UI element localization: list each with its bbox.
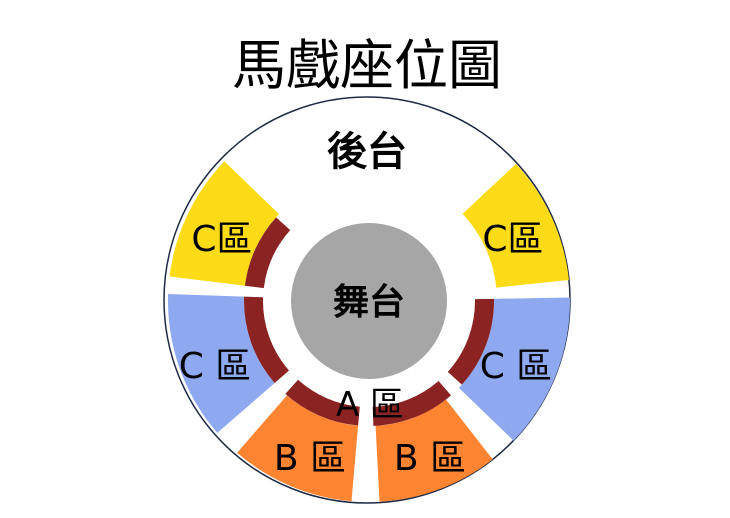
zone-c-upper-right[interactable] xyxy=(462,163,569,288)
zone-b-right[interactable] xyxy=(375,399,493,502)
stage-label: 舞台 xyxy=(333,282,405,323)
zone-c-upper-left[interactable] xyxy=(169,161,280,286)
zone-a-ring-right[interactable] xyxy=(447,298,494,385)
zone-b-left[interactable] xyxy=(237,395,359,502)
zone-c-lower-right[interactable] xyxy=(458,297,570,441)
zone-a-ring-bottom-right[interactable] xyxy=(372,380,452,426)
zone-c-lower-left-label: C 區 xyxy=(179,346,252,387)
stage xyxy=(291,223,447,379)
zone-a-ring-upper-left[interactable] xyxy=(244,217,291,289)
diagram-title: 馬戲座位圖 xyxy=(232,34,502,97)
zone-c-lower-left[interactable] xyxy=(167,293,275,433)
zone-b-left-label: B 區 xyxy=(274,438,346,479)
zone-c-upper-right-label: C區 xyxy=(482,219,543,260)
zone-c-upper-left-label: C區 xyxy=(191,219,252,260)
zone-b-right-label: B 區 xyxy=(394,438,466,479)
zone-a-ring-bottom-left[interactable] xyxy=(285,379,360,426)
zone-c-lower-right-label: C 區 xyxy=(480,346,553,387)
zone-a-ring-left[interactable] xyxy=(243,296,290,384)
zone-a-label: A 區 xyxy=(336,385,404,425)
backstage-label: 後台 xyxy=(327,129,407,175)
